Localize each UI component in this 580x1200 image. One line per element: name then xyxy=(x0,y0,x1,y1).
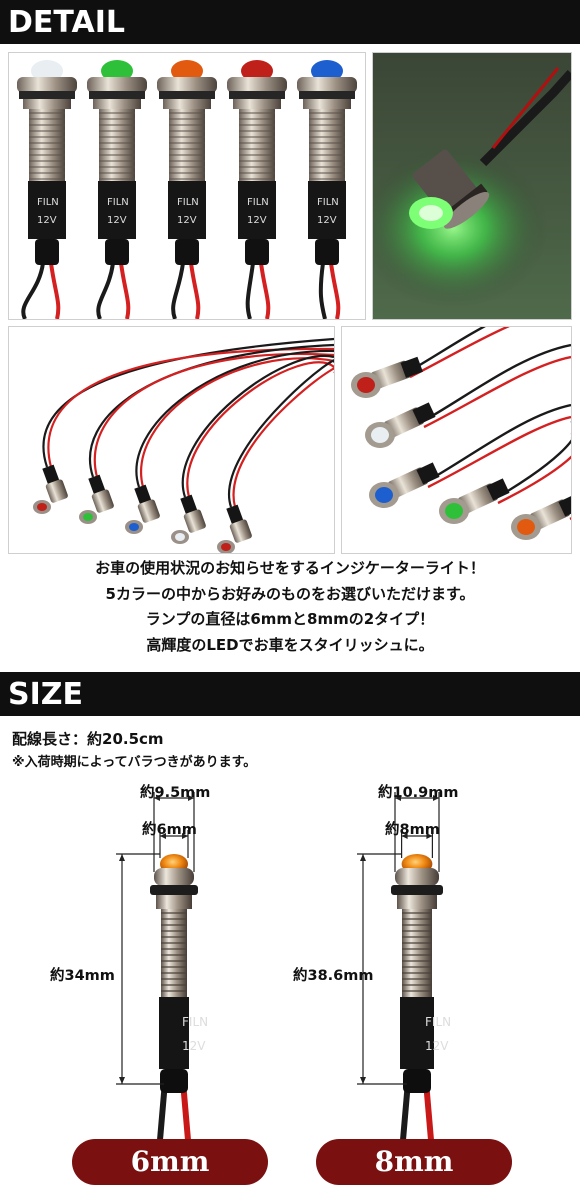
size-header: SIZE xyxy=(0,672,580,716)
detail-header: DETAIL xyxy=(0,0,580,44)
svg-text:FILN: FILN xyxy=(317,197,339,208)
detail-header-title: DETAIL xyxy=(8,5,126,40)
height-dim-6mm: 約34mm xyxy=(50,968,115,984)
scattered-lamp-1 xyxy=(351,327,510,398)
scattered-lamp-3 xyxy=(369,403,571,508)
nut xyxy=(156,895,192,909)
svg-text:FILN: FILN xyxy=(425,1015,451,1029)
gasket xyxy=(150,885,198,895)
svg-text:12V: 12V xyxy=(425,1039,449,1053)
svg-text:FILN: FILN xyxy=(37,197,59,208)
lamp-green: FILN 12V xyxy=(87,60,147,319)
scattered-lamp-4 xyxy=(439,421,571,524)
svg-text:12V: 12V xyxy=(247,215,267,226)
lamp-red: FILN 12V xyxy=(227,60,287,319)
photo-five-lamps: FILN 12V FILN 12V FILN 12V FILN 12V FILN 12V xyxy=(8,52,366,320)
nut xyxy=(397,895,437,909)
lamp-orange: FILN 12V xyxy=(157,60,217,319)
sleeve xyxy=(159,997,189,1069)
svg-text:FILN: FILN xyxy=(177,197,199,208)
svg-text:FILN: FILN xyxy=(247,197,269,208)
svg-text:12V: 12V xyxy=(177,215,197,226)
diagram-6mm: FILN 12V xyxy=(116,792,208,1140)
lamp-clear: FILN 12V xyxy=(17,60,77,319)
wire-boot xyxy=(403,1069,431,1093)
threaded-body xyxy=(402,909,432,997)
outer-dim-6mm: 約9.5mm xyxy=(140,785,211,801)
description-line-4: 高輝度のLEDでお車をスタイリッシュに。 xyxy=(146,635,434,654)
gasket xyxy=(391,885,443,895)
wire-boot xyxy=(160,1069,188,1093)
threaded-body xyxy=(161,909,187,997)
sleeve xyxy=(400,997,434,1069)
height-dim-8mm: 約38.6mm xyxy=(293,968,374,984)
stock-note: ※入荷時期によってバラつきがあります。 xyxy=(12,755,257,770)
photo-scattered-lamps xyxy=(341,326,572,554)
wired-lamp-1 xyxy=(33,337,334,514)
bezel xyxy=(395,868,439,886)
description-line-2: 5カラーの中からお好みのものをお選びいただけます。 xyxy=(105,584,475,603)
bezel xyxy=(154,868,194,886)
svg-text:12V: 12V xyxy=(317,215,337,226)
cable-length: 配線長さ：約20.5cm xyxy=(12,730,164,748)
description-line-3: ランプの直径は6mmと8mmの2タイプ！ xyxy=(145,610,435,628)
lamp-blue: FILN 12V xyxy=(297,60,357,319)
svg-text:12V: 12V xyxy=(37,215,57,226)
scattered-lamp-5 xyxy=(511,437,571,540)
scattered-lamp-2 xyxy=(365,343,571,448)
wired-lamp-4 xyxy=(171,354,334,544)
wired-lamp-5 xyxy=(217,359,334,553)
wired-lamp-3 xyxy=(125,349,334,534)
svg-text:12V: 12V xyxy=(107,215,127,226)
photo-green-glow xyxy=(372,52,572,320)
outer-dim-8mm: 約10.9mm xyxy=(378,785,459,801)
size-label-6mm: 6mm xyxy=(72,1139,268,1185)
svg-text:FILN: FILN xyxy=(107,197,129,208)
photo-lamps-wires xyxy=(8,326,335,554)
svg-text:FILN: FILN xyxy=(182,1015,208,1029)
lens-dim-8mm: 約8mm xyxy=(385,822,440,838)
product-description: お車の使用状況のお知らせをするインジケーターライト！ 5カラーの中からお好みのも… xyxy=(0,556,580,658)
lens-dim-6mm: 約6mm xyxy=(142,822,197,838)
size-label-8mm: 8mm xyxy=(316,1139,512,1185)
svg-text:12V: 12V xyxy=(182,1039,206,1053)
size-diagram: FILN 12V FILN 12V xyxy=(116,792,451,1140)
size-header-title: SIZE xyxy=(8,677,84,712)
wired-lamp-2 xyxy=(79,343,334,524)
diagram-8mm: FILN 12V xyxy=(357,792,451,1140)
description-line-1: お車の使用状況のお知らせをするインジケーターライト！ xyxy=(95,559,485,577)
